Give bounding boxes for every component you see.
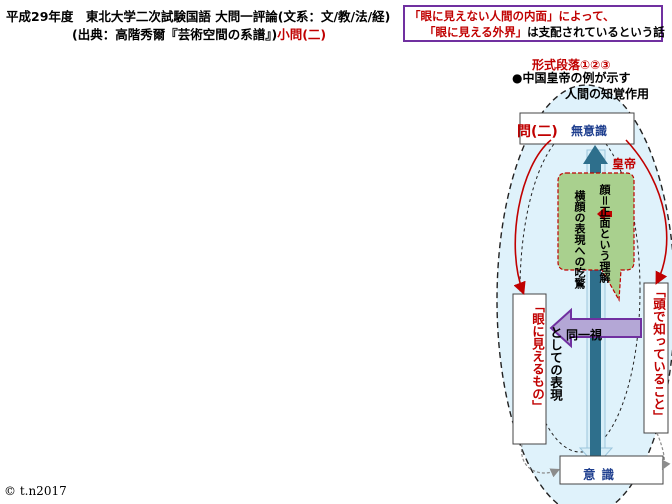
emperor-label: 皇帝 bbox=[612, 157, 637, 171]
right-dotted-arrow bbox=[656, 432, 671, 471]
page-title: 平成29年度 東北大学二次試験国語 大問一評論(文系：文/教/法/経) bbox=[6, 9, 391, 24]
known-in-head-label: 「頭で知っていること」 bbox=[651, 285, 666, 423]
representation-label: としての表現 bbox=[548, 326, 563, 401]
conscious-box bbox=[559, 455, 664, 485]
right-curve-arrow bbox=[625, 139, 668, 285]
source-citation: (出典：高階秀爾『芸術空間の系譜』) bbox=[72, 27, 278, 42]
question-number: 小問(二) bbox=[277, 27, 327, 42]
theme-line-1: 「眼に見えない人間の内面」によって、 bbox=[409, 9, 615, 23]
up-arrow-shaft bbox=[590, 162, 601, 457]
theme-box: 「眼に見えない人間の内面」によって、 「眼に見える外界」は支配されているという話 bbox=[403, 5, 665, 42]
knowledge-box bbox=[643, 282, 669, 434]
unconscious-label: 無意識 bbox=[571, 124, 608, 138]
example-line-2: 人間の知覚作用 bbox=[565, 87, 650, 101]
expression-surprise-label: 横顔の表現への吃驚 bbox=[573, 190, 586, 289]
unconscious-box bbox=[519, 112, 635, 145]
left-dotted-arrow bbox=[520, 443, 561, 478]
source-line: (出典：高階秀爾『芸術空間の系譜』)小問(二) bbox=[72, 24, 326, 43]
left-curve-arrow bbox=[513, 139, 552, 295]
understanding-label: 顔＝正面という理解 bbox=[598, 184, 611, 283]
example-line-1: ●中国皇帝の例が示す bbox=[512, 71, 631, 85]
copyright: © t.n2017 bbox=[4, 484, 67, 498]
question-label: 問(二) bbox=[517, 124, 558, 140]
same-view-arrow bbox=[549, 307, 642, 349]
visible-things-label: 「眼に見えるもの」 bbox=[530, 300, 545, 413]
emperor-bubble bbox=[557, 172, 635, 303]
same-view-label: 同一視 bbox=[566, 328, 603, 342]
theme-line-2: 「眼に見える外界」は支配されているという話 bbox=[424, 25, 665, 39]
small-left-arrow bbox=[597, 207, 612, 221]
conscious-label: 意識 bbox=[583, 467, 621, 482]
expression-box bbox=[512, 293, 547, 445]
up-arrow-head bbox=[583, 145, 608, 164]
paragraph-label: 形式段落①②③ bbox=[532, 58, 611, 72]
